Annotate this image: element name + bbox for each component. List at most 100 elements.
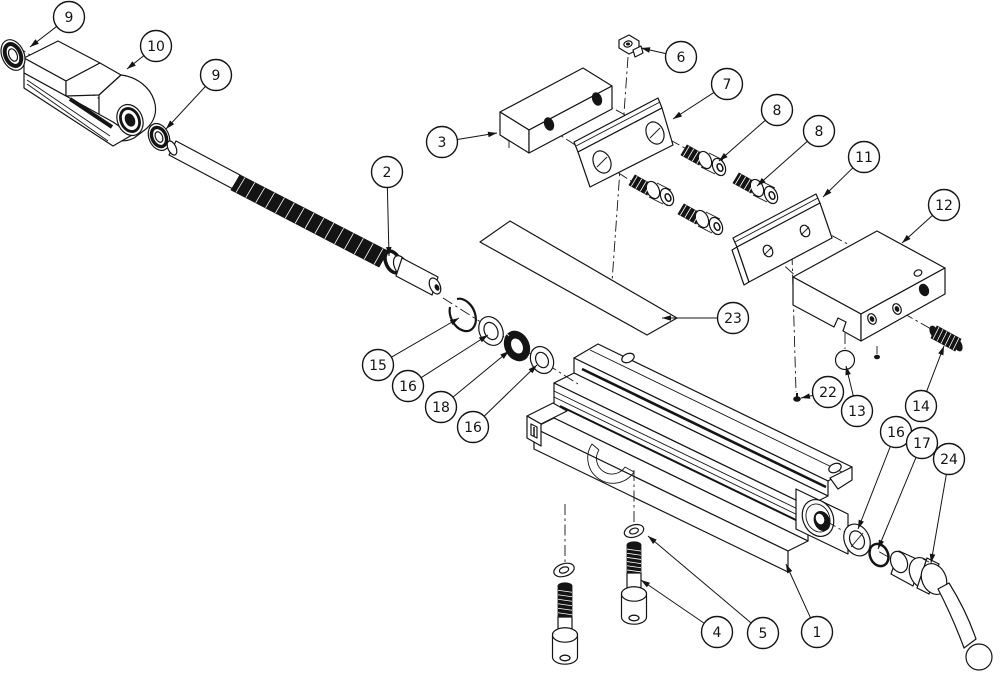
leader-arrowhead <box>449 318 459 325</box>
part-ball <box>834 349 856 371</box>
balloon-circle <box>664 40 698 74</box>
callout-balloon-12-10: 12 <box>901 188 961 244</box>
thrust-washer-right <box>147 122 171 152</box>
balloon-number: 16 <box>887 425 905 441</box>
leader-arrowhead <box>662 315 671 321</box>
balloon-circle <box>760 93 794 127</box>
leader-arrowhead <box>929 553 936 563</box>
part-dowel-pin <box>793 393 801 402</box>
balloon-number: 3 <box>438 135 447 151</box>
part-lead-screw <box>166 140 442 296</box>
leader-arrowhead <box>801 393 811 399</box>
snap-ring-15 <box>448 297 477 333</box>
callout-balloon-13-17: 13 <box>840 365 874 428</box>
balloon-circle <box>802 114 836 148</box>
balloon-number: 23 <box>724 311 742 327</box>
leader-line <box>756 140 808 187</box>
base-washer-right <box>623 523 645 539</box>
balloon-number: 24 <box>940 452 958 468</box>
callout-balloon-8-8: 8 <box>756 114 836 187</box>
balloon-circle <box>716 301 750 335</box>
callout-balloon-7-6: 7 <box>672 67 744 120</box>
balloon-circle <box>840 394 874 428</box>
leader-arrowhead <box>786 564 793 574</box>
balloon-circle <box>932 442 966 476</box>
leader-arrowhead <box>938 346 944 356</box>
screw-nut-hook <box>587 443 635 484</box>
balloon-number: 12 <box>935 198 953 214</box>
leader-line <box>640 579 705 624</box>
callout-balloon-10-1: 10 <box>126 29 173 70</box>
callout-balloon-16-15: 16 <box>456 364 538 444</box>
balloon-number: 22 <box>819 385 837 401</box>
base-washer-left <box>553 562 575 578</box>
callout-balloon-8-7: 8 <box>718 93 794 162</box>
leader-arrowhead <box>823 188 832 197</box>
callout-balloon-9-2: 9 <box>165 58 233 130</box>
balloon-circle <box>800 615 834 649</box>
leader-arrowhead <box>487 131 497 138</box>
leader-arrowhead <box>127 61 136 69</box>
leader-arrowhead <box>478 335 488 343</box>
balloon-circle <box>847 140 881 174</box>
balloon-number: 11 <box>855 150 873 166</box>
balloon-circle <box>904 389 938 423</box>
part-jaw-plate-fixed <box>731 193 833 286</box>
leader-arrowhead <box>641 580 651 588</box>
balloon-number: 1 <box>813 625 822 641</box>
leader-line <box>391 317 460 358</box>
leader-arrowhead <box>845 366 851 376</box>
callout-balloon-9-0: 9 <box>29 0 86 48</box>
balloon-number: 10 <box>147 39 165 55</box>
balloon-number: 6 <box>677 50 686 66</box>
leader-line <box>785 563 812 619</box>
leader-line <box>386 187 390 257</box>
balloon-circle <box>746 616 780 650</box>
leader-line <box>165 86 206 130</box>
callout-balloon-6-5: 6 <box>640 40 698 74</box>
callout-balloon-23-11: 23 <box>662 301 750 335</box>
balloon-number: 2 <box>383 165 392 181</box>
socket-screw-4 <box>677 203 724 236</box>
handle-ball-knob <box>965 643 993 671</box>
balloon-circle <box>52 0 86 34</box>
jaw-plate-screws <box>628 144 779 236</box>
base-screw-left <box>551 582 579 665</box>
part-movable-jaw-block <box>499 67 613 154</box>
leader-line <box>877 457 917 550</box>
leader-line <box>647 535 752 624</box>
callout-balloon-16-19: 16 <box>857 415 913 530</box>
part-fixed-jaw-body <box>792 230 946 360</box>
callout-balloon-15-12: 15 <box>361 317 460 382</box>
balloon-circle <box>370 155 404 189</box>
flat-washer-16b <box>529 345 555 375</box>
leader-arrowhead <box>719 152 728 161</box>
balloon-circle <box>361 348 395 382</box>
socket-screw-3 <box>732 172 779 205</box>
balloon-circle <box>391 369 425 403</box>
leader-arrowhead <box>757 177 766 186</box>
handle-washer <box>843 523 871 557</box>
balloon-circle <box>425 125 459 159</box>
callout-balloon-3-4: 3 <box>425 125 498 159</box>
balloon-circle <box>199 58 233 92</box>
leader-arrowhead <box>878 539 885 549</box>
balloon-circle <box>424 390 458 424</box>
balloon-number: 4 <box>713 625 722 641</box>
balloon-number: 18 <box>432 400 450 416</box>
balloon-circle <box>927 188 961 222</box>
leader-arrowhead <box>30 39 39 47</box>
balloon-circle <box>710 67 744 101</box>
thread-hatch-lines <box>235 146 960 616</box>
leader-arrowhead <box>385 246 392 256</box>
leader-line <box>857 446 891 530</box>
leader-arrowhead <box>858 519 864 529</box>
balloon-number: 17 <box>913 436 931 452</box>
balloon-number: 14 <box>912 399 930 415</box>
callout-balloon-17-20: 17 <box>877 426 939 550</box>
leader-line <box>718 119 766 162</box>
balloon-circle <box>905 426 939 460</box>
part-set-screw <box>929 325 963 352</box>
